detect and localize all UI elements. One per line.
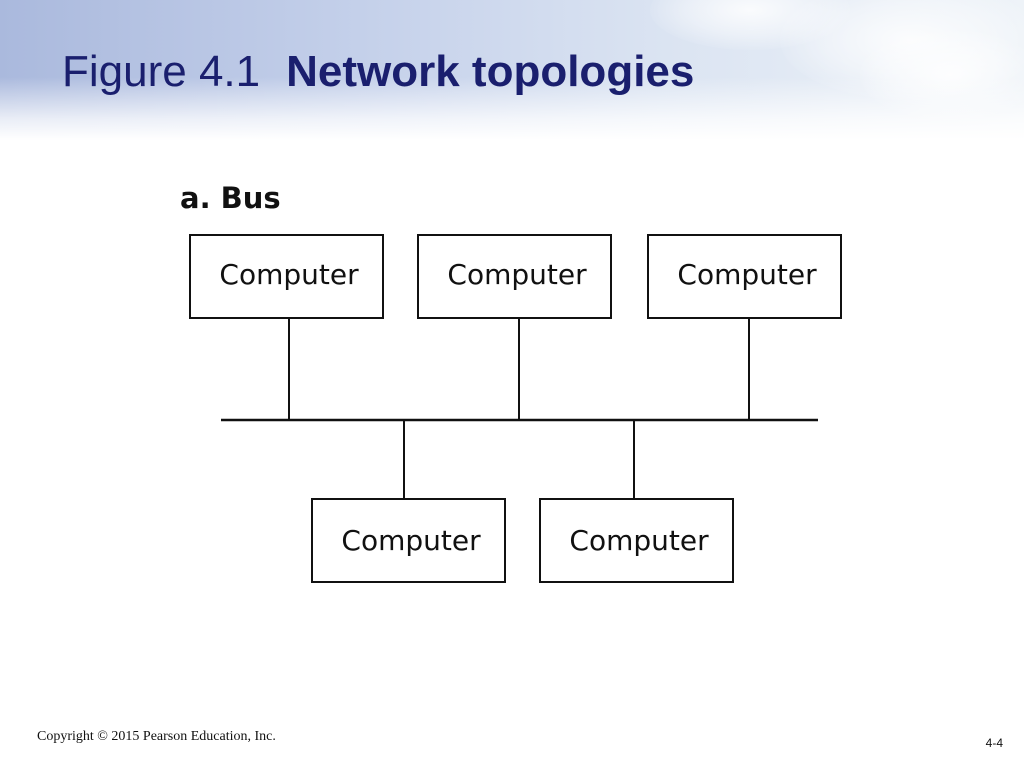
slide-title: Figure 4.1 Network topologies: [62, 47, 695, 96]
computer-node-2: Computer: [417, 234, 612, 319]
computer-node-box: [311, 498, 506, 583]
figure-number: Figure 4.1: [62, 47, 261, 96]
computer-node-5: Computer: [539, 498, 734, 583]
computer-node-4: Computer: [311, 498, 506, 583]
computer-node-box: [417, 234, 612, 319]
computer-node-label: Computer: [447, 258, 587, 291]
computer-node-label: Computer: [219, 258, 359, 291]
computer-node-1: Computer: [189, 234, 384, 319]
panel-label: a. Bus: [180, 181, 281, 215]
computer-node-label: Computer: [569, 524, 709, 557]
computer-node-box: [189, 234, 384, 319]
computer-node-label: Computer: [341, 524, 481, 557]
computer-node-box: [539, 498, 734, 583]
footer-copyright: Copyright © 2015 Pearson Education, Inc.: [37, 729, 276, 744]
computer-node-box: [647, 234, 842, 319]
figure-subject: Network topologies: [286, 47, 695, 96]
header-fade: [0, 0, 1024, 140]
computer-node-3: Computer: [647, 234, 842, 319]
computer-node-label: Computer: [677, 258, 817, 291]
header-band: [0, 0, 1024, 140]
page-number: 4-4: [985, 736, 1003, 750]
